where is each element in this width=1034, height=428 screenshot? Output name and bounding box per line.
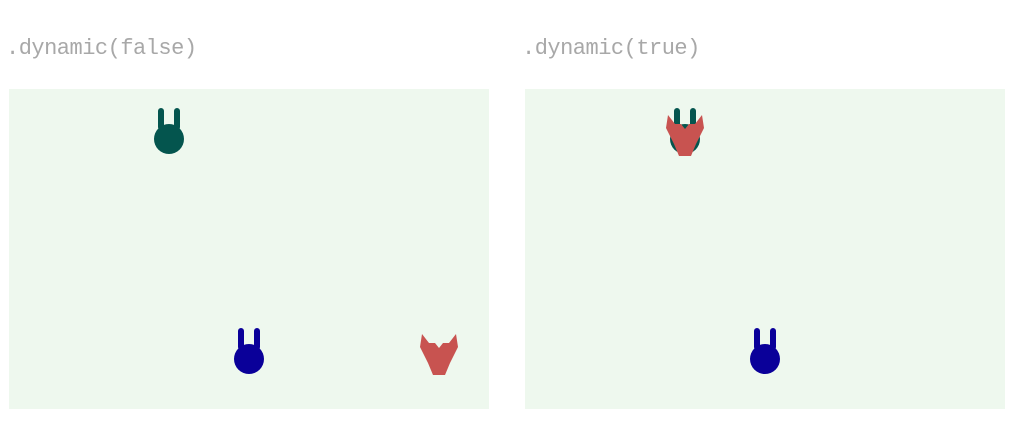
bunny-ear-right — [254, 328, 260, 350]
bunny-teal-icon — [154, 108, 184, 154]
bunny-ear-right — [770, 328, 776, 350]
bunny-ear-left — [754, 328, 760, 350]
scene-dynamic-false — [9, 89, 489, 409]
bunny-head — [750, 344, 780, 374]
bunny-ear-left — [238, 328, 244, 350]
bunny-blue-icon — [234, 328, 264, 374]
scene-dynamic-true — [525, 89, 1005, 409]
bunny-head — [154, 124, 184, 154]
panel-label-dynamic-true: .dynamic(true) — [522, 36, 700, 61]
bunny-ear-right — [174, 108, 180, 130]
bunny-ear-left — [158, 108, 164, 130]
bunny-head — [234, 344, 264, 374]
fox-icon — [420, 334, 458, 375]
fox-head — [666, 115, 704, 156]
fox-head — [420, 334, 458, 375]
fox-icon — [666, 115, 704, 156]
bunny-blue-icon — [750, 328, 780, 374]
panel-label-dynamic-false: .dynamic(false) — [6, 36, 197, 61]
